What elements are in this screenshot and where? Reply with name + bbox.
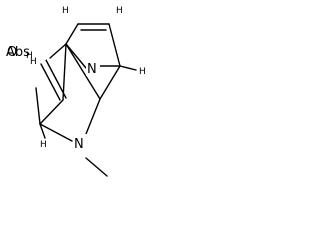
- bond-n-methyl: [85, 157, 108, 177]
- bond-h-lower-left: [39, 123, 46, 139]
- bond-c1-c2: [65, 23, 79, 45]
- label-bg-cluster: [4, 42, 46, 60]
- atom-n-methyl: N: [74, 137, 84, 152]
- atom-overlap-o: O: [7, 45, 17, 60]
- atom-n-ring: N: [87, 62, 97, 77]
- bond-co-double: [40, 63, 61, 101]
- bond-h-right: [119, 65, 137, 71]
- atom-overlap-h-2: H: [30, 57, 37, 67]
- atom-overlap-h-1: H: [26, 51, 33, 61]
- atom-h-top-right: H: [116, 6, 123, 16]
- bond-c5-nme: [85, 98, 101, 135]
- bond-c6-nme: [39, 123, 73, 142]
- label-bg-nme: [73, 134, 87, 151]
- bond-c6-co: [39, 99, 64, 125]
- bond-layer: [35, 23, 137, 177]
- atom-h-right: H: [139, 67, 146, 77]
- atom-overlap-abs: Abs: [6, 45, 30, 60]
- bond-co-double-2: [45, 59, 67, 99]
- bond-c6-bridge: [35, 87, 41, 125]
- molecule-structure-diagram: N N H H H H Abs O H H: [4, 6, 146, 177]
- bond-c2-bridge: [49, 43, 67, 59]
- bond-nh-c2: [65, 43, 87, 69]
- atom-h-lower-left: H: [40, 140, 47, 150]
- label-bg-nh: [86, 58, 100, 76]
- bond-c4-c5: [99, 65, 121, 100]
- bond-c5-c2: [65, 43, 101, 100]
- atom-label-layer: N N H H H H Abs O H H: [4, 6, 146, 152]
- bond-c2-co: [62, 43, 67, 101]
- atom-h-top-left: H: [62, 6, 69, 16]
- bond-c3-c4: [108, 23, 121, 67]
